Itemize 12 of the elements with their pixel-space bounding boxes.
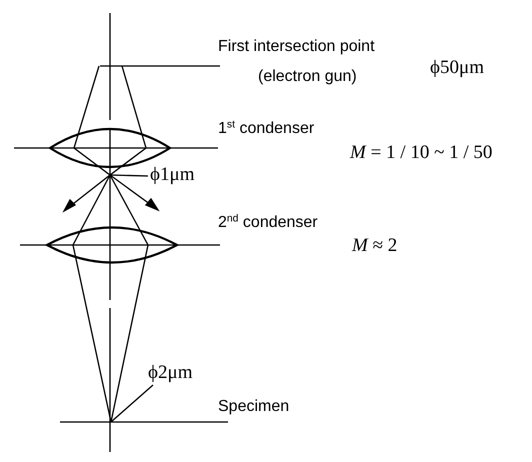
part-label: (electron gun) xyxy=(258,68,357,86)
part-label: 1$^{st}$ condenser xyxy=(218,120,314,138)
part-label: First intersection point xyxy=(218,38,375,56)
diameter-label: ϕ1μm xyxy=(150,164,194,186)
leader-line xyxy=(110,174,148,177)
magnification-label: M = 1 / 10 ~ 1 / 50 xyxy=(350,142,492,164)
part-label: Specimen xyxy=(218,398,290,416)
magnification-label: M ≈ 2 xyxy=(352,235,398,257)
diameter-label: ϕ50μm xyxy=(430,57,484,79)
part-label: 2$^{nd}$ condenser xyxy=(218,214,318,232)
leader-line xyxy=(110,384,154,422)
diameter-label: ϕ2μm xyxy=(148,362,192,384)
